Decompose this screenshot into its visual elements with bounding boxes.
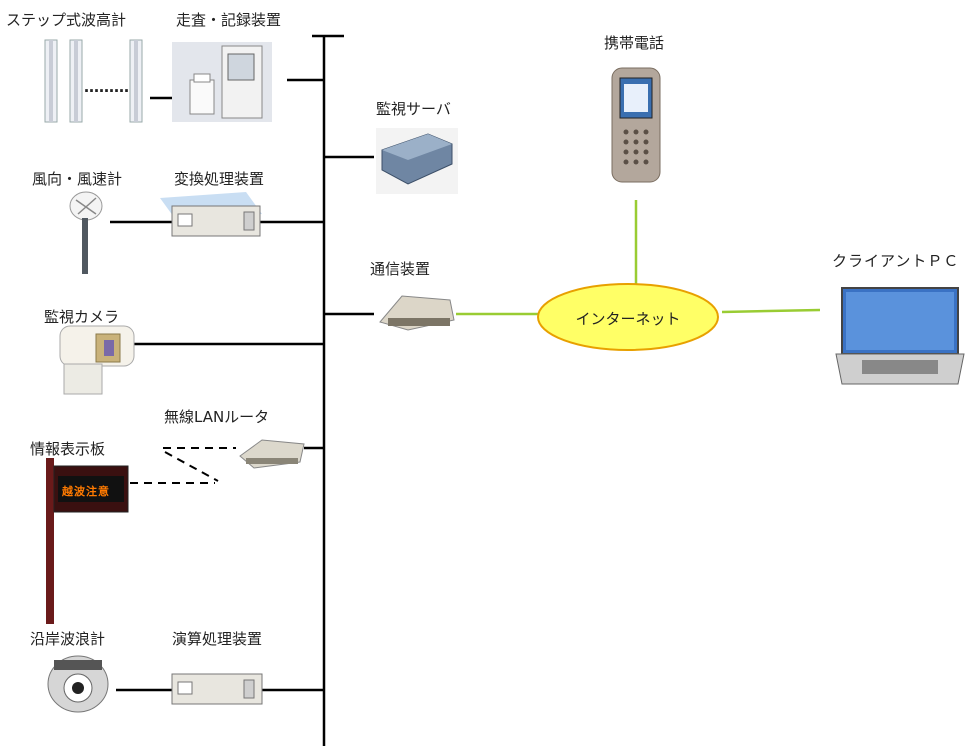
label-internet: インターネット (575, 310, 681, 328)
label-info-board: 情報表示板 (30, 440, 106, 458)
label-wireless-router: 無線LANルータ (164, 408, 270, 426)
wireless-dash-2 (164, 451, 219, 482)
link-pc-internet (721, 308, 821, 314)
scan-recorder-icon (172, 42, 272, 122)
wireless-router-icon (239, 439, 305, 469)
comm-device-icon (379, 295, 455, 331)
label-converter: 変換処理装置 (174, 170, 265, 188)
label-mobile-phone: 携帯電話 (604, 34, 665, 52)
monitor-server-icon (376, 128, 458, 194)
calc-unit-icon (171, 673, 263, 705)
converter-icon (160, 192, 262, 237)
label-comm-device: 通信装置 (370, 260, 431, 278)
label-coastal-wave-gauge: 沿岸波浪計 (30, 630, 106, 648)
label-camera: 監視カメラ (44, 308, 120, 326)
coastal-wave-gauge-icon (47, 655, 109, 713)
camera-icon (59, 325, 135, 395)
internet-cloud (537, 283, 719, 351)
label-wind-gauge: 風向・風速計 (32, 170, 123, 188)
label-calc-unit: 演算処理装置 (172, 630, 263, 648)
label-dots: ……… (84, 78, 129, 96)
label-step-wave-gauge: ステップ式波高計 (6, 11, 127, 29)
step-wave-gauge-icon (44, 39, 143, 123)
mobile-phone-icon (611, 67, 661, 183)
label-client-pc: クライアントＰＣ (832, 252, 960, 270)
label-monitor-server: 監視サーバ (376, 100, 451, 118)
wind-gauge-icon (69, 191, 103, 274)
info-board-icon (46, 458, 129, 624)
client-pc-icon (835, 287, 965, 385)
label-scan-recorder: 走査・記録装置 (176, 11, 282, 29)
sign-board-text: 越波注意 (62, 485, 110, 498)
